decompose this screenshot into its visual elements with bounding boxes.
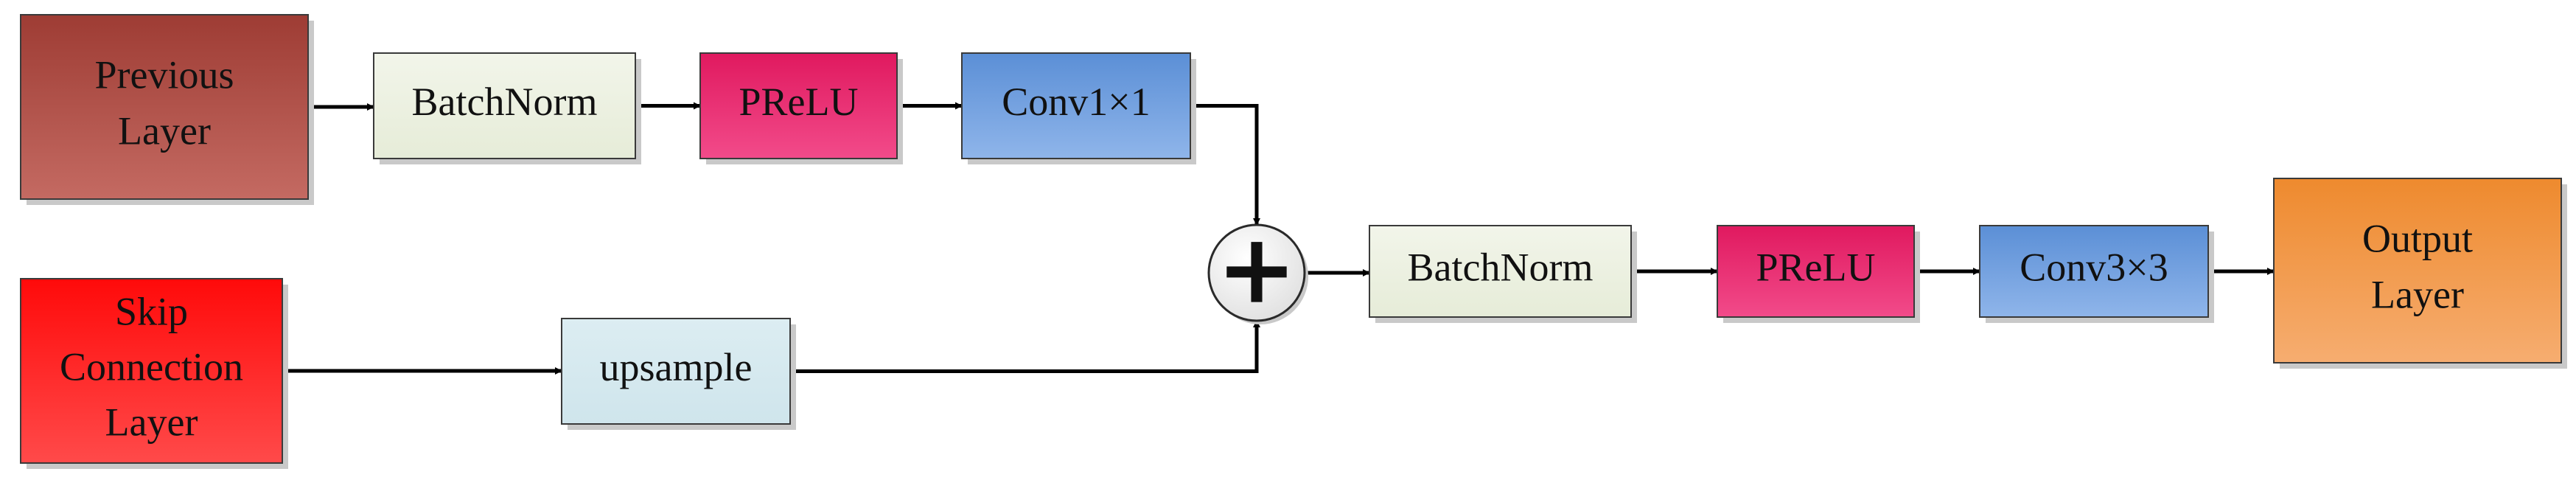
batchnorm-1-box xyxy=(373,52,636,159)
batchnorm-2-label: BatchNorm xyxy=(1408,245,1594,289)
previous-layer-label: Previous xyxy=(95,52,234,97)
prelu-2-node: PReLU xyxy=(1717,225,1920,323)
output-layer-box xyxy=(2273,178,2562,364)
skip-connection-layer-label: Connection xyxy=(60,344,243,389)
prelu-1-label: PReLU xyxy=(739,80,859,124)
batchnorm-2-node: BatchNorm xyxy=(1369,225,1637,323)
prelu-1-box xyxy=(699,52,898,159)
upsample-label: upsample xyxy=(600,345,753,389)
conv1x1-node: Conv1×1 xyxy=(961,52,1196,164)
prelu-2-box xyxy=(1717,225,1915,318)
arrow-upsample-to-add xyxy=(790,320,1260,373)
add-node: + xyxy=(1207,213,1308,325)
prelu-2-label: PReLU xyxy=(1756,245,1876,289)
add-node-circle xyxy=(1207,223,1306,322)
batchnorm-1-label: BatchNorm xyxy=(412,80,598,124)
conv3x3-label: Conv3×3 xyxy=(2020,245,2168,289)
previous-layer-box xyxy=(20,14,309,200)
previous-layer-label: Layer xyxy=(118,108,211,153)
conv3x3-box xyxy=(1979,225,2209,318)
conv1x1-label: Conv1×1 xyxy=(1002,80,1150,124)
batchnorm-2-box xyxy=(1369,225,1632,318)
plus-icon: + xyxy=(1217,213,1297,325)
upsample-node: upsample xyxy=(561,318,796,430)
skip-connection-layer-box xyxy=(20,278,283,464)
prelu-1-node: PReLU xyxy=(699,52,903,164)
output-layer-label: Output xyxy=(2362,216,2473,260)
upsample-box xyxy=(561,318,791,425)
skip-connection-layer-label: Skip xyxy=(115,289,188,333)
skip-connection-layer-label: Layer xyxy=(105,400,198,444)
batchnorm-1-node: BatchNorm xyxy=(373,52,641,164)
output-layer-label: Layer xyxy=(2371,272,2464,316)
arrow-conv1x1-to-add xyxy=(1190,104,1260,226)
conv1x1-box xyxy=(961,52,1191,159)
conv3x3-node: Conv3×3 xyxy=(1979,225,2214,323)
